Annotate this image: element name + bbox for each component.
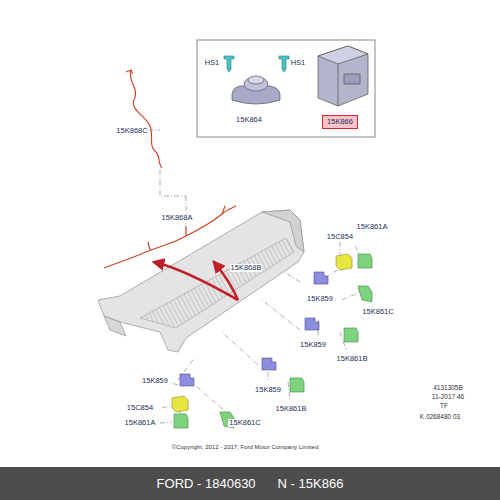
drawing-stroke [172,396,188,412]
drawing-code: 11-2017 46 [431,394,465,401]
drawing-stroke [344,74,360,84]
footer-band: FORD - 1840630 N - 15K866 [0,467,500,500]
part-number: 15K859 [306,295,334,303]
drawing-stroke [279,56,289,72]
drawing-stroke [222,332,258,365]
footer-text: N - 15K866 [278,476,344,491]
drawing-stroke [224,56,234,72]
copyright-note: ©Copyright, 2012 - 2017, Ford Motor Comp… [171,444,320,450]
drawing-stroke [148,130,160,131]
rear-bumper [98,210,304,352]
part-number: 15K861B [336,355,369,363]
part-number: 15K868C [115,127,148,135]
part-number: 15K861B [275,405,308,413]
drawing-stroke [314,272,328,284]
part-number: 15K868B [230,264,263,272]
drawing-stroke [318,46,368,106]
drawing-stroke [140,238,294,328]
drawing-stroke [318,46,368,64]
drawing-stroke [168,382,178,385]
sensor-bracket [232,76,280,104]
drawing-code: TF [439,403,449,410]
drawing-stroke [98,210,304,352]
highlight-box: 15K866 [322,115,358,129]
holder-group [172,254,352,412]
drawing-stroke [262,358,276,370]
drawing-stroke [290,378,304,392]
part-number: HS1 [290,59,307,67]
drawing-stroke [160,422,172,423]
drawing-stroke [126,70,133,74]
drawing-stroke [130,70,162,168]
part-number: 15K864 [235,116,263,124]
part-number: 15C854 [326,233,354,241]
part-number: 15K861A [356,223,389,231]
drawing-code: K 0268480 03 [419,414,461,421]
drawing-stroke [154,262,238,300]
screw-group [224,56,289,72]
part-number: 15C854 [126,404,154,412]
part-number: 15K868A [161,214,194,222]
drawing-code: 4131305B [432,385,464,392]
part-number: 15K866 [327,117,353,126]
drawing-stroke [244,77,268,91]
drawing-stroke [342,292,360,300]
drawing-stroke [162,406,170,408]
drawing-stroke [358,286,372,302]
sensor-group [180,272,328,386]
drawing-stroke [104,316,126,336]
drawing-stroke [160,170,186,196]
drawing-stroke [328,270,338,276]
part-number: 15K861C [228,419,261,427]
part-number: 15K859 [141,377,169,385]
control-module [318,46,368,106]
drawing-stroke [174,414,188,428]
footer-text: FORD - 1840630 [157,476,256,491]
drawing-stroke [358,254,372,268]
part-number: 15K859 [299,341,327,349]
part-number: HS1 [204,59,221,67]
drawing-stroke [180,374,194,386]
drawing-stroke [305,318,319,330]
drawing-stroke [338,64,339,106]
drawing-stroke [268,372,269,382]
part-number: 15K861C [361,308,394,316]
drawing-stroke [262,300,300,330]
drawing-stroke [336,254,352,270]
inset-frame [197,40,375,137]
drawing-stroke [344,328,358,342]
part-number: 15K859 [254,386,282,394]
drawing-stroke [248,76,264,84]
bracket-group [174,254,372,428]
part-number: 15K861A [124,419,157,427]
pointer-arrows [154,262,238,300]
